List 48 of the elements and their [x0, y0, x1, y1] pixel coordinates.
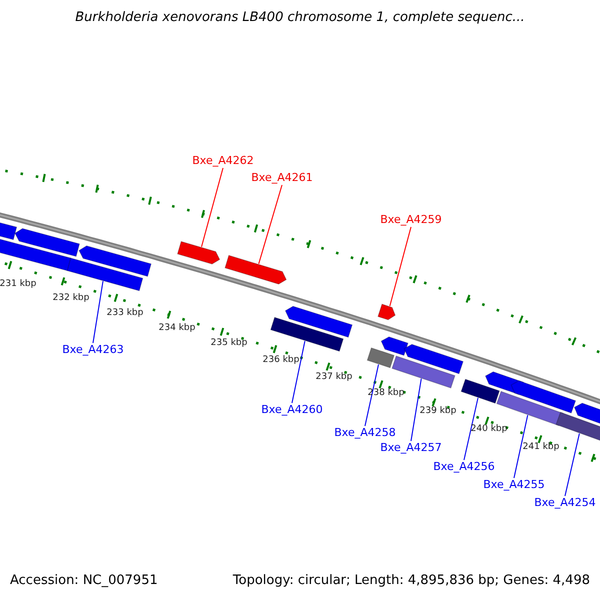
leader-line: [92, 280, 104, 344]
gene-block: [66, 258, 144, 292]
footer-note: Accession: NC_007951: [10, 574, 158, 588]
gene-label: Bxe_A4260: [261, 404, 323, 416]
gene-label: Bxe_A4259: [380, 214, 442, 226]
gene-block: [14, 228, 80, 257]
leader-line: [292, 340, 306, 404]
gene-label: Bxe_A4262: [192, 154, 254, 168]
gene-block: [404, 344, 464, 374]
scale-label: 235 kbp: [210, 339, 248, 349]
footer-note: Topology: circular; Length: 4,895,836 bp; Genes: 4,498: [232, 574, 590, 588]
scale-label: 241 kbp: [522, 443, 560, 453]
leader-line: [564, 433, 580, 496]
gene-block: [556, 412, 600, 442]
gene-block: [224, 254, 287, 284]
gene-block: [366, 347, 395, 368]
leader-line: [514, 414, 528, 478]
gene-block: [510, 380, 576, 414]
gene-label: Bxe_A4256: [433, 460, 495, 474]
leader-line: [410, 378, 422, 442]
scale-label: 237 kbp: [316, 373, 352, 383]
scale-label: 233 kbp: [106, 309, 144, 319]
gene-label: Bxe_A4261: [251, 172, 313, 184]
gene-label: Bxe_A4263: [62, 344, 124, 356]
gene-label: Bxe_A4254: [534, 496, 596, 510]
scale-label: 234 kbp: [158, 324, 196, 334]
scale-label: 236 kbp: [262, 356, 300, 366]
scale-label: 239 kbp: [420, 407, 456, 417]
scale-label: 232 kbp: [52, 294, 90, 304]
gene-block: [270, 316, 344, 352]
gene-block: [380, 336, 408, 356]
gene-label: Bxe_A4257: [380, 442, 442, 454]
gene-label: Bxe_A4258: [334, 426, 396, 440]
leader-line: [389, 226, 412, 307]
gene-block: [78, 245, 152, 277]
gene-block: [377, 304, 396, 320]
leader-line: [201, 168, 224, 248]
gene-block: [284, 306, 353, 338]
gene-label: Bxe_A4255: [483, 478, 545, 492]
gene-block: [177, 240, 220, 264]
scale-label: 231 kbp: [0, 280, 36, 290]
map-title: Burkholderia xenovorans LB400 chromosome 1, complete sequenc...: [75, 10, 525, 26]
gene-block: [0, 220, 18, 240]
scale-label: 240 kbp: [470, 425, 508, 435]
leader-line: [464, 397, 478, 460]
leader-line: [258, 184, 282, 264]
gene-block: [460, 378, 500, 404]
gene-block: [392, 356, 456, 388]
